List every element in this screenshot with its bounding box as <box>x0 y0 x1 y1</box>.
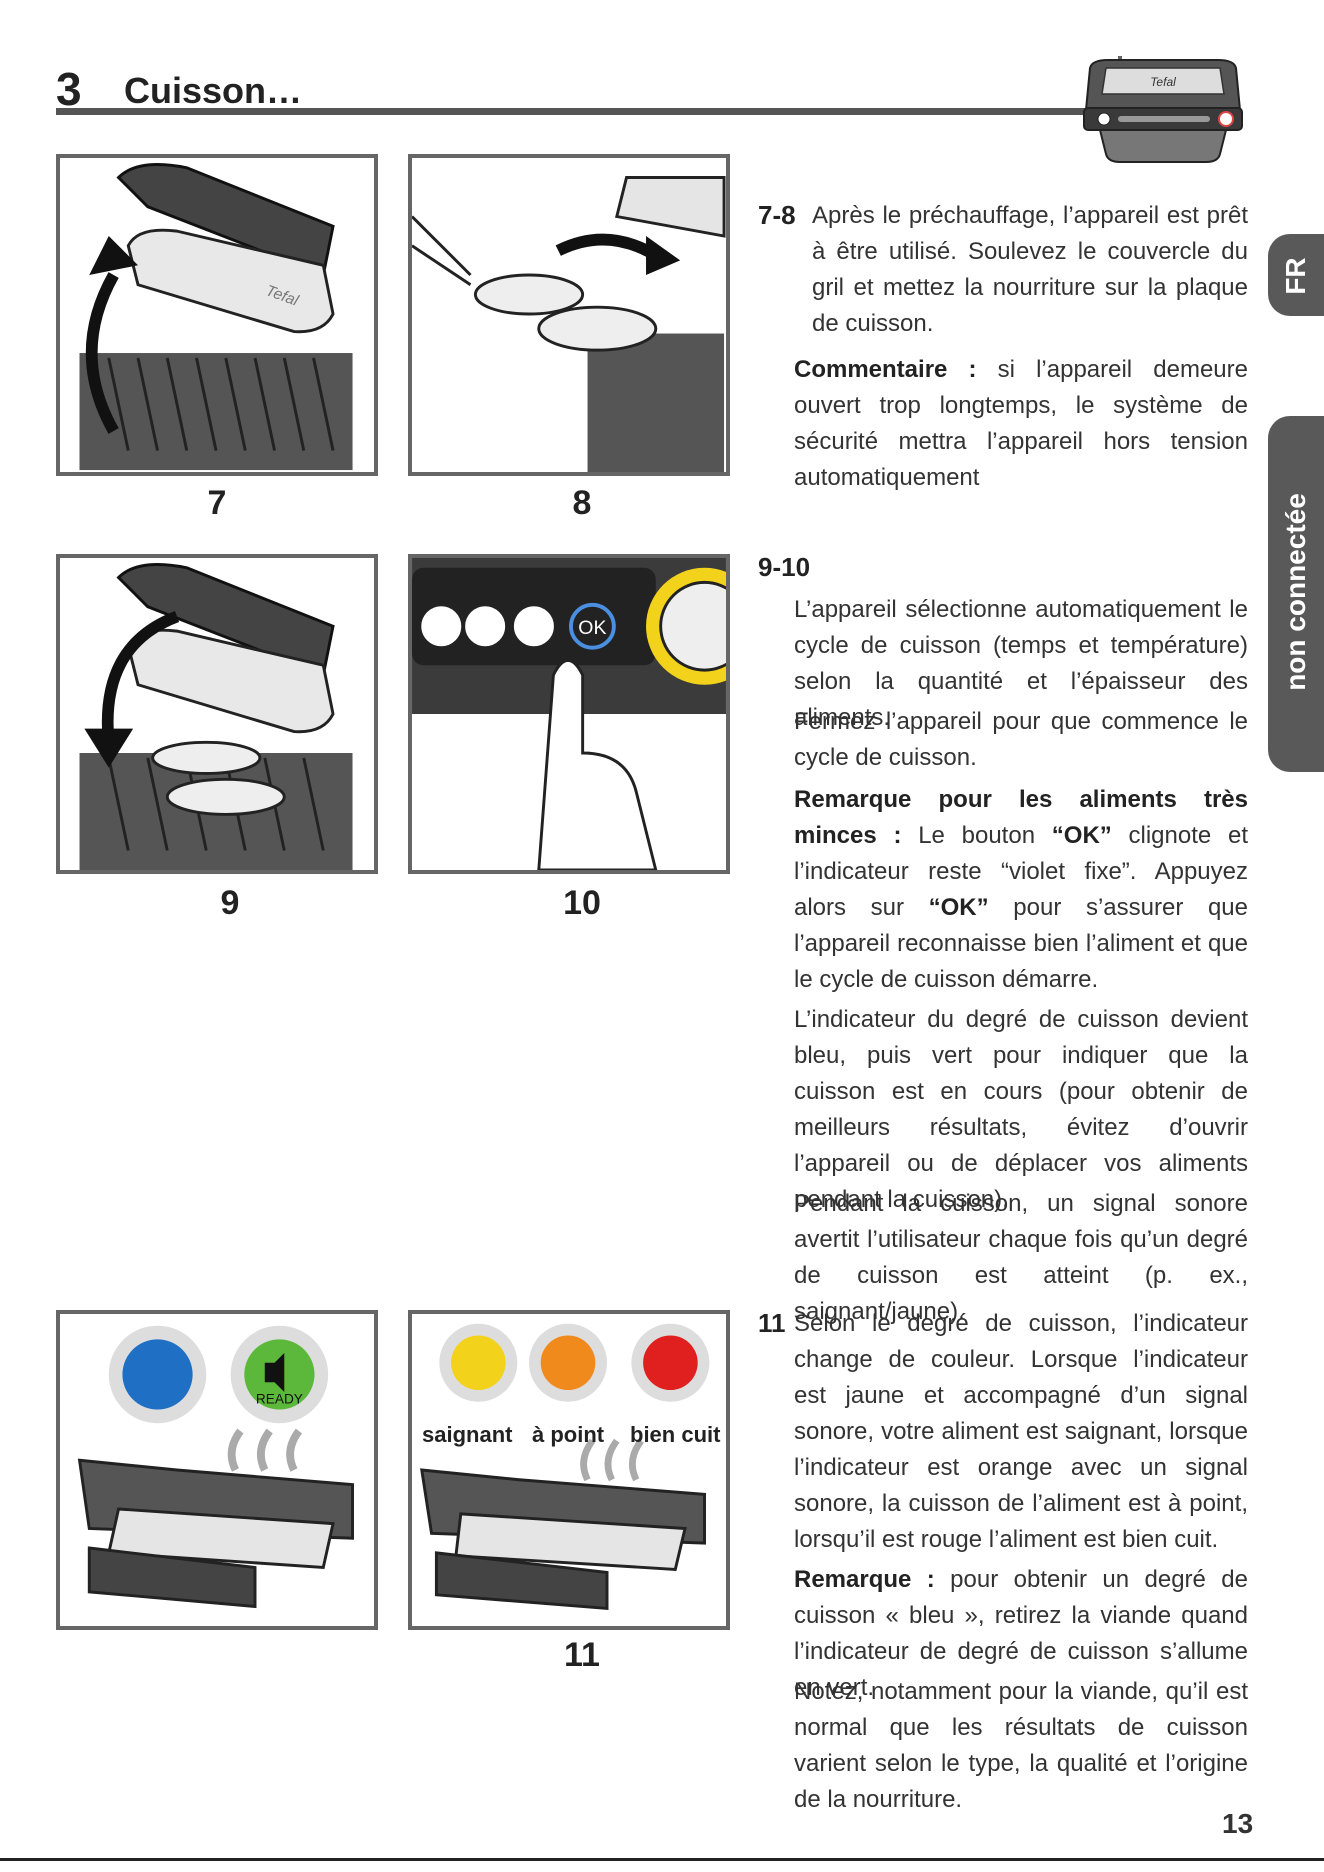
step-11-p3: Notez, notamment pour la viande, qu’il e… <box>794 1678 1248 1813</box>
step-11-p1: Selon le degré de cuisson, l’indicateur … <box>794 1310 1248 1553</box>
step-9-10-p3: Remarque pour les aliments très minces :… <box>794 786 1249 993</box>
figure-11-left: READY <box>56 1310 378 1630</box>
caption-7: 7 <box>207 484 227 522</box>
figure-8 <box>408 154 730 476</box>
svg-text:OK: OK <box>578 617 606 639</box>
figure-10: OK <box>408 554 730 874</box>
section-number: 3 <box>56 63 82 115</box>
ring-label-a-point: à point <box>532 1422 605 1447</box>
language-tab-label: FR <box>1280 257 1311 295</box>
caption-9: 9 <box>220 884 240 922</box>
step-11-number: 11 <box>758 1308 786 1338</box>
svg-text:Tefal: Tefal <box>1150 75 1176 89</box>
page-number: 13 <box>1222 1808 1254 1839</box>
mode-tab: non connectée <box>1268 416 1324 772</box>
section-header: 3 Cuisson… <box>56 62 1096 116</box>
comment-label: Commentaire : <box>794 356 977 383</box>
caption-8: 8 <box>572 484 592 522</box>
step-7-8-comment: Commentaire : si l’appareil demeure ouve… <box>794 356 1248 491</box>
step-7-8-number: 7-8 <box>758 200 796 230</box>
section-title: Cuisson… <box>124 70 303 111</box>
svg-text:READY: READY <box>256 1392 303 1407</box>
step-9-10-p4: L’indicateur du degré de cuisson devient… <box>794 1006 1248 1213</box>
figure-11-right: saignant à point bien cuit <box>408 1310 730 1630</box>
figure-9 <box>56 554 378 874</box>
step-9-10-p1: L’appareil sélectionne automatiquement l… <box>794 596 1248 731</box>
step-9-10-p5: Pendant la cuisson, un signal sonore ave… <box>794 1190 1248 1325</box>
grill-icon: Tefal <box>1083 56 1243 163</box>
remark-thin-label: Remarque pour les aliments très minces : <box>794 786 1248 849</box>
step-7-8-text: Après le préchauffage, l’appareil est pr… <box>812 202 1248 337</box>
ring-label-saignant: saignant <box>422 1422 513 1447</box>
remark-label: Remarque : <box>794 1566 935 1593</box>
ring-label-bien-cuit: bien cuit <box>630 1422 721 1447</box>
step-9-10-p2: Fermez l’appareil pour que commence le c… <box>794 708 1248 771</box>
language-tab: FR <box>1268 234 1324 316</box>
step-11-p2: Remarque : pour obtenir un degré de cuis… <box>794 1566 1248 1701</box>
caption-11: 11 <box>564 1636 600 1674</box>
step-9-10-number: 9-10 <box>758 552 811 582</box>
mode-tab-label: non connectée <box>1280 493 1311 691</box>
bottom-rule <box>0 1858 1324 1861</box>
caption-10: 10 <box>563 884 601 922</box>
header-rule <box>56 108 1116 115</box>
figure-7: Tefal <box>56 154 378 476</box>
